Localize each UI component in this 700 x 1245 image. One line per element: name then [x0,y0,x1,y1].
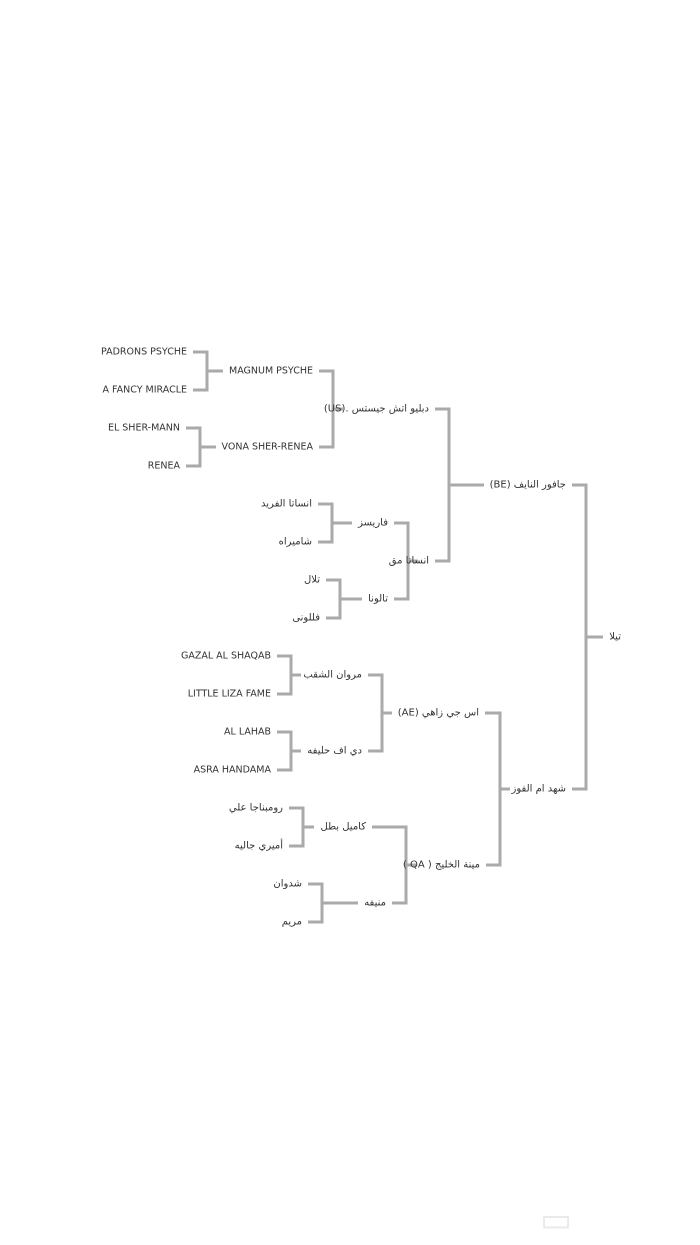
pedigree-node-dam-sire: اس جي زاهي (AE) [397,707,479,719]
pedigree-node-g4-1: A FANCY MIRACLE [102,384,187,396]
pedigree-node-g4-12: رومبناجا علي [228,802,283,814]
pedigree-node-dam: شهد ام الفوز [511,783,566,795]
pedigree-node-root: تيلا [609,631,621,643]
pedigree-node-g4-0: PADRONS PSYCHE [101,346,187,358]
pedigree-node-g4-4: انساتا الفريد [261,498,312,510]
pedigree-node-g4-14: شدوان [273,878,302,890]
pedigree-node-g4-7: فللونى [292,612,320,624]
watermark-logo: ▭ [540,1200,575,1240]
pedigree-node-sire-dam: انساتا مق [388,555,429,567]
pedigree-node-g3-6: كاميل بطل [320,821,367,833]
pedigree-node-g3-2: فاريسز [358,517,388,529]
pedigree-node-sire-sire: دبليو اتش جيستس .(US) [323,403,429,415]
pedigree-node-g4-5: شاميراه [278,536,312,548]
pedigree-node-g3-4: مروان الشقب [303,669,362,681]
pedigree-node-g4-2: EL SHER-MANN [107,422,180,434]
pedigree-node-g4-15: مريم [281,916,302,928]
pedigree-node-g3-3: تالونا [368,593,388,605]
pedigree-node-g4-11: ASRA HANDAMA [193,764,271,776]
pedigree-node-g4-3: RENEA [147,460,180,472]
pedigree-node-g4-8: GAZAL AL SHAQAB [181,650,271,662]
pedigree-node-g3-5: دي اف حليفه [307,745,362,757]
pedigree-node-dam-dam: مينة الخليج ( QA ) [402,859,480,871]
pedigree-node-g4-13: أميري جاليه [234,840,283,852]
pedigree-node-g4-6: تلال [303,574,320,586]
pedigree-node-sire: جافور النايف (BE) [489,479,566,491]
pedigree-node-g3-7: منيفه [364,897,386,909]
pedigree-node-g4-10: AL LAHAB [224,726,271,738]
pedigree-node-g4-9: LITTLE LIZA FAME [187,688,271,700]
pedigree-node-g3-0: MAGNUM PSYCHE [229,365,313,377]
pedigree-node-g3-1: VONA SHER-RENEA [221,441,313,453]
